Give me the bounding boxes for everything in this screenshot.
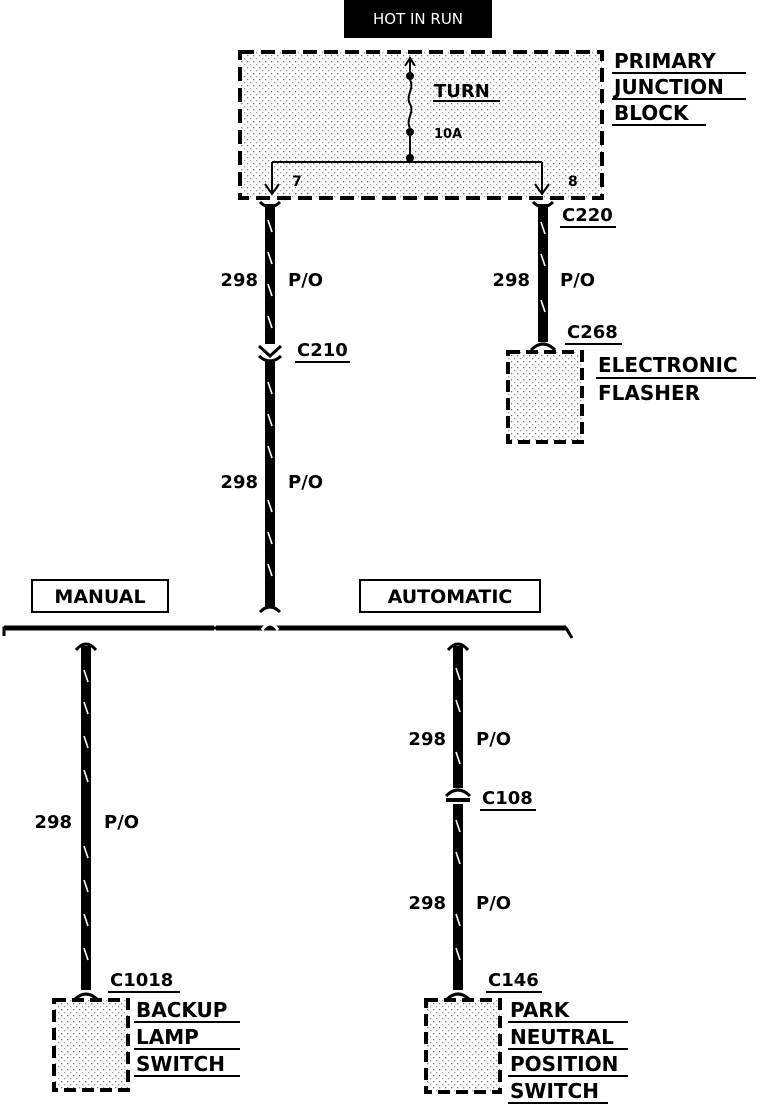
svg-text:MANUAL: MANUAL [54, 586, 145, 608]
svg-text:BACKUP: BACKUP [136, 998, 227, 1022]
svg-text:FLASHER: FLASHER [598, 381, 700, 405]
svg-text:298: 298 [408, 893, 446, 914]
svg-text:POSITION: POSITION [510, 1052, 618, 1076]
power-header: HOT IN RUN [344, 0, 492, 38]
svg-text:298: 298 [408, 729, 446, 750]
svg-text:ELECTRONIC: ELECTRONIC [598, 353, 738, 377]
connector-labels: C220 C268 C210 C108 C1018 C146 [108, 205, 622, 993]
svg-text:BLOCK: BLOCK [614, 101, 690, 125]
svg-text:298: 298 [34, 812, 72, 833]
junction-block: TURN 10A 7 8 [238, 50, 604, 200]
svg-text:P/O: P/O [288, 270, 323, 291]
wire-backup-lamp [72, 642, 100, 1002]
svg-text:NEUTRAL: NEUTRAL [510, 1025, 614, 1049]
c220-label: C220 [562, 205, 613, 226]
fuse-rating: 10A [434, 127, 462, 142]
option-bar [2, 622, 574, 639]
svg-text:JUNCTION: JUNCTION [612, 75, 724, 99]
c210-label: C210 [297, 340, 348, 361]
pin7-arrow-icon [264, 183, 280, 196]
option-automatic: AUTOMATIC [359, 579, 541, 613]
fuse-icon [407, 79, 413, 129]
wire-flasher [529, 200, 557, 352]
svg-text:SWITCH: SWITCH [510, 1079, 599, 1103]
svg-text:P/O: P/O [104, 812, 139, 833]
svg-text:P/O: P/O [288, 472, 323, 493]
svg-text:298: 298 [220, 472, 258, 493]
c108-label: C108 [482, 788, 533, 809]
wire-pnp-switch [444, 642, 472, 1002]
electronic-flasher: ELECTRONIC FLASHER [506, 350, 756, 444]
svg-text:298: 298 [220, 270, 258, 291]
connector-c210 [257, 344, 283, 363]
svg-text:P/O: P/O [560, 270, 595, 291]
power-label: HOT IN RUN [373, 10, 463, 28]
connector-c108 [444, 788, 472, 802]
option-manual: MANUAL [31, 579, 169, 613]
svg-text:298: 298 [492, 270, 530, 291]
wire-left-main [258, 200, 282, 614]
fuse-arrow-icon [404, 56, 416, 67]
junction-block-label: PRIMARY JUNCTION BLOCK [612, 49, 746, 126]
c146-label: C146 [488, 970, 539, 991]
svg-text:SWITCH: SWITCH [136, 1052, 225, 1076]
svg-text:P/O: P/O [476, 729, 511, 750]
svg-text:P/O: P/O [476, 893, 511, 914]
c1018-label: C1018 [110, 970, 173, 991]
c268-label: C268 [567, 322, 618, 343]
pnp-switch: PARK NEUTRAL POSITION SWITCH [424, 998, 628, 1104]
svg-text:PRIMARY: PRIMARY [614, 49, 716, 73]
fuse-name: TURN [434, 81, 490, 102]
svg-text:LAMP: LAMP [136, 1025, 199, 1049]
pin-left: 7 [292, 174, 302, 190]
backup-lamp-switch: BACKUP LAMP SWITCH [52, 998, 240, 1092]
pin8-arrow-icon [534, 183, 550, 196]
pin-right: 8 [568, 174, 578, 190]
svg-text:PARK: PARK [510, 998, 571, 1022]
svg-text:AUTOMATIC: AUTOMATIC [388, 586, 513, 608]
wire-labels: 298 P/O 298 P/O 298 P/O 298 P/O 298 P/O … [34, 270, 595, 914]
